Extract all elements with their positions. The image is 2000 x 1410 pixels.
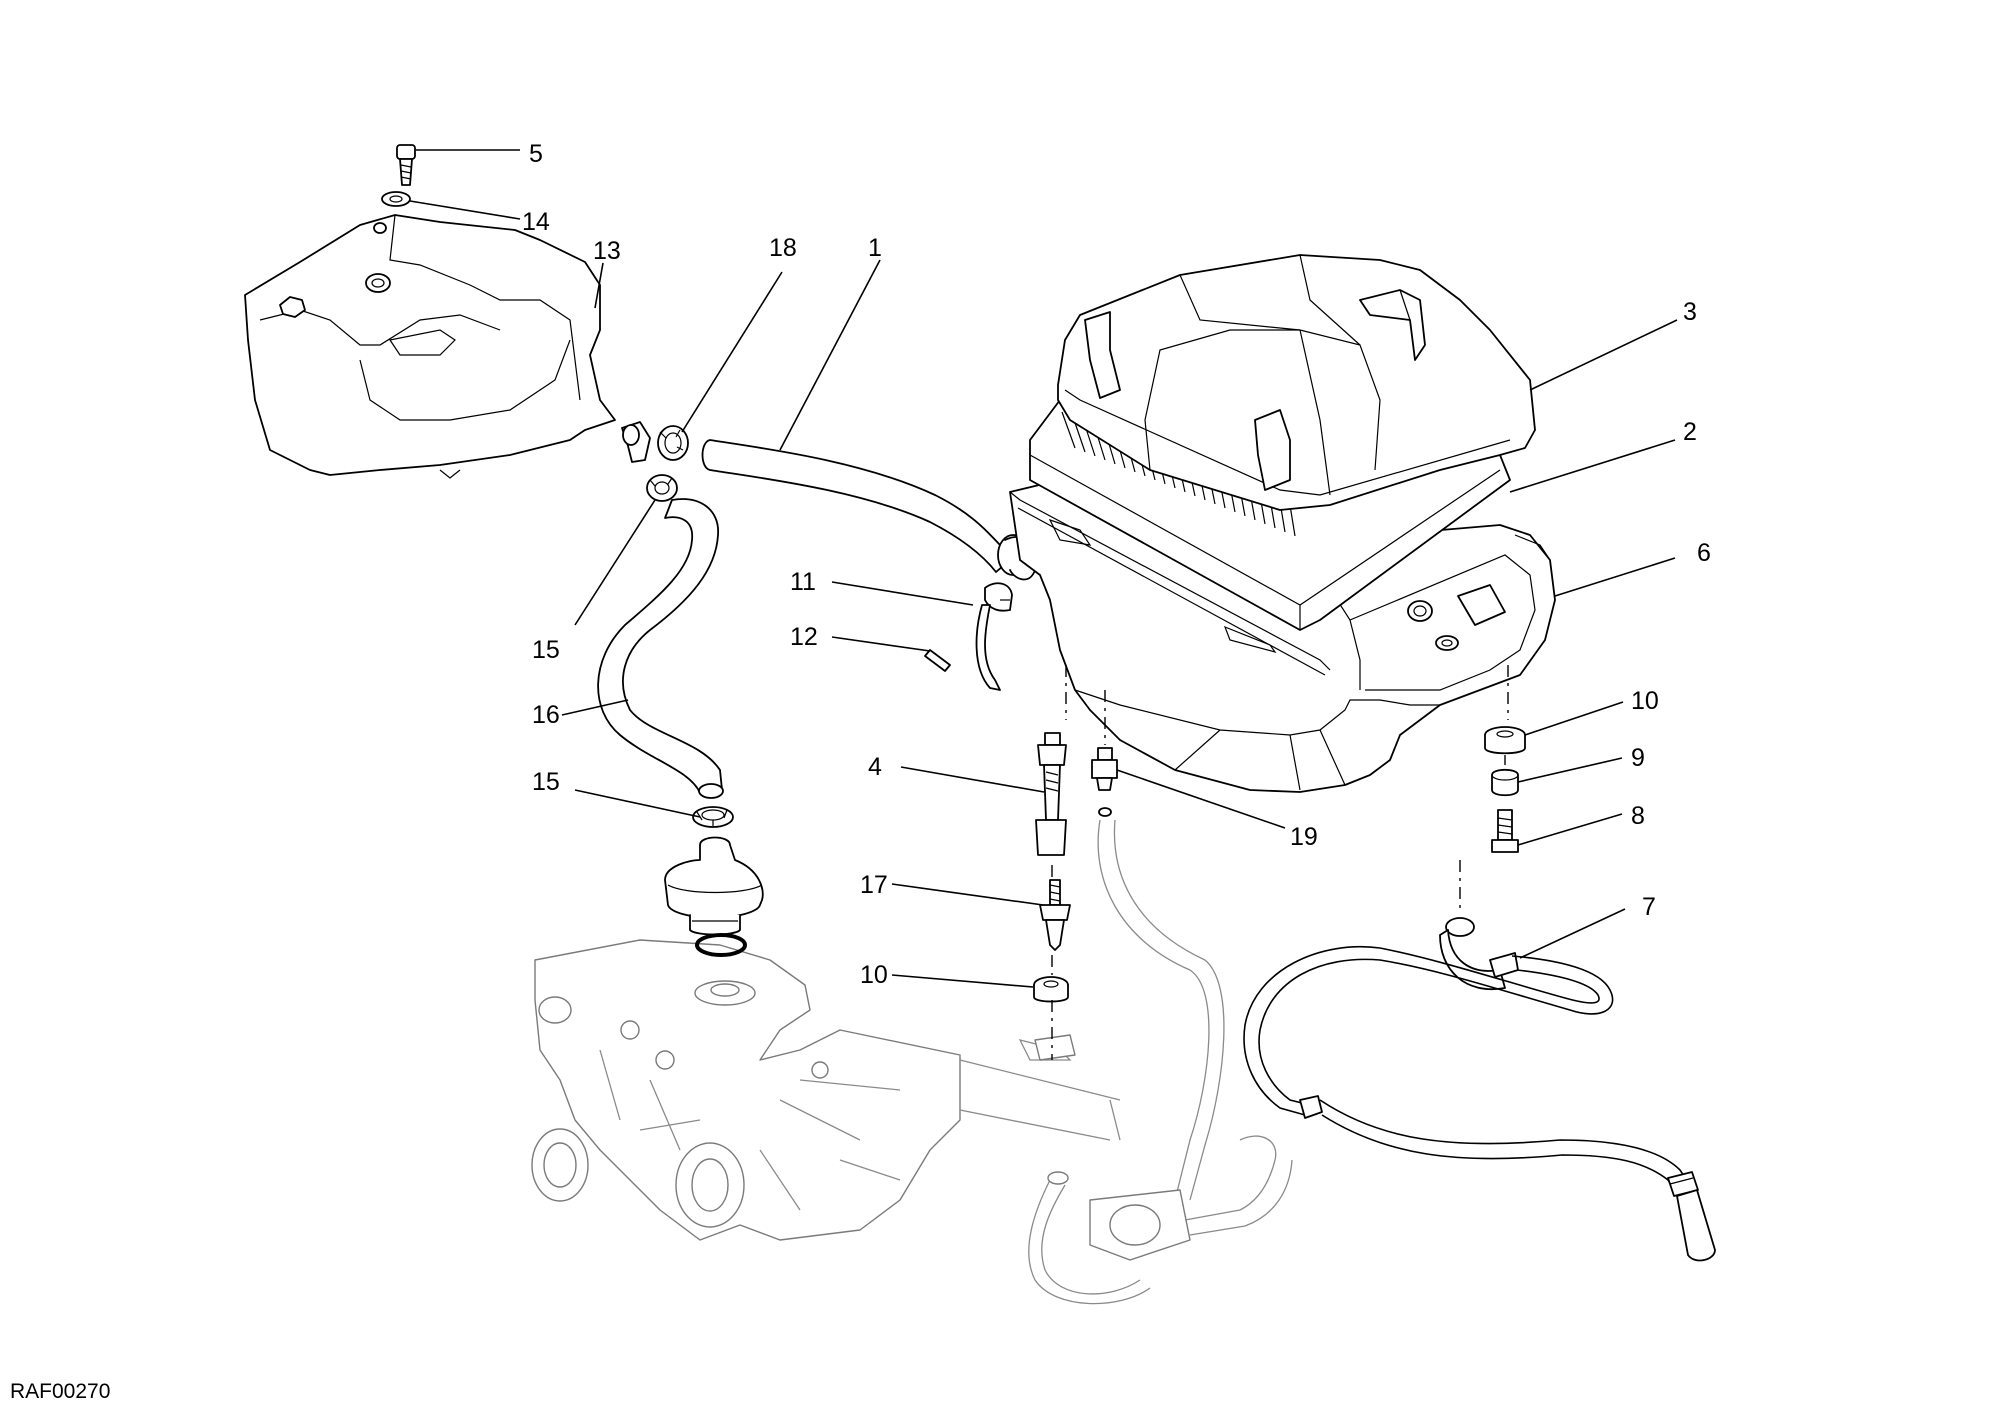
elbow-fitting (621, 421, 651, 463)
callout-15-lower: 15 (532, 768, 560, 796)
part-4-stud (1035, 732, 1067, 856)
o-ring (695, 933, 747, 957)
callout-2: 2 (1683, 418, 1697, 446)
callout-5: 5 (529, 140, 543, 168)
callout-4: 4 (868, 753, 882, 781)
part-10-grommet-upper (1484, 726, 1526, 755)
part-12-pin (924, 649, 951, 672)
grey-hose-assembly (1028, 819, 1293, 1305)
part-15-hose-clamp-upper (646, 474, 678, 502)
part-18-hose-clamp (657, 425, 689, 461)
callout-13: 13 (593, 237, 621, 265)
part-13-cover-bracket (244, 214, 616, 479)
oil-breather-valve (664, 836, 764, 936)
callout-1: 1 (868, 234, 882, 262)
callout-17: 17 (860, 871, 888, 899)
part-19-fitting (1091, 747, 1118, 817)
callout-15-upper: 15 (532, 636, 560, 664)
part-15-hose-clamp-lower (692, 806, 734, 828)
part-9-spacer (1491, 768, 1519, 797)
part-3-airbox-cover (1057, 254, 1536, 511)
callout-16: 16 (532, 701, 560, 729)
part-10-grommet-lower (1033, 976, 1069, 1003)
callout-11: 11 (790, 568, 816, 596)
engine-crankcase-outline (531, 939, 1121, 1241)
part-7-drain-hose (1243, 917, 1716, 1262)
leader-lines (409, 149, 1678, 988)
callout-9: 9 (1631, 744, 1645, 772)
callout-labels: 5 14 13 18 1 3 2 6 11 12 15 16 15 4 19 1… (522, 140, 1711, 989)
callout-12: 12 (790, 623, 818, 651)
callout-8: 8 (1631, 802, 1645, 830)
callout-18: 18 (769, 234, 797, 262)
part-1-breather-hose (701, 439, 1037, 581)
callout-10-lower: 10 (860, 961, 888, 989)
callout-19: 19 (1290, 823, 1318, 851)
callout-14: 14 (522, 208, 550, 236)
part-16-hose (597, 498, 724, 799)
assembly-axis-lines (1051, 665, 1509, 1060)
part-5-bolt (396, 144, 416, 186)
callout-7: 7 (1642, 893, 1656, 921)
callout-10-upper: 10 (1631, 687, 1659, 715)
part-14-washer (381, 191, 411, 207)
drawing-code: RAF00270 (10, 1380, 110, 1403)
part-8-bolt (1491, 809, 1519, 853)
callout-3: 3 (1683, 298, 1697, 326)
part-11-clip (975, 582, 1013, 691)
part-17-stud (1039, 879, 1071, 951)
callout-6: 6 (1697, 539, 1711, 567)
